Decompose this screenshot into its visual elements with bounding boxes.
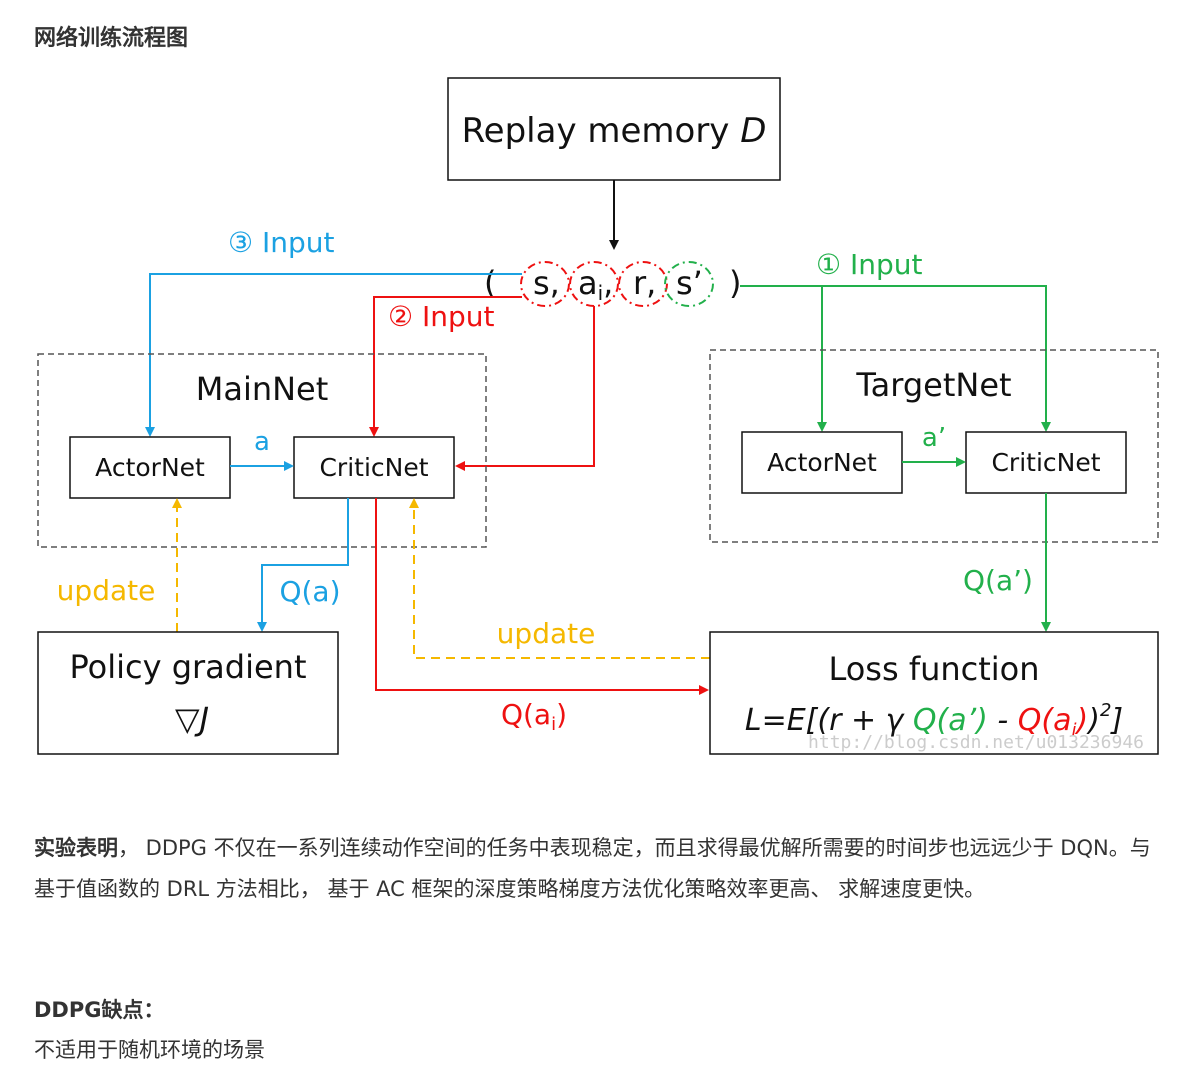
targetnet-label: TargetNet: [855, 366, 1011, 404]
target-criticnet-label: CriticNet: [991, 448, 1100, 477]
mainnet-label: MainNet: [196, 370, 329, 408]
nabla-j-label: ▽J: [175, 700, 209, 738]
input-1-label: ① Input: [816, 248, 923, 281]
page-title: 网络训练流程图: [34, 26, 189, 51]
watermark: http://blog.csdn.net/u013236946: [808, 732, 1144, 753]
target-actornet-box: [741, 431, 903, 494]
circle-s-prime: [664, 261, 714, 307]
tuple-r: r,: [633, 264, 656, 302]
action-a-prime-label: a’: [922, 423, 946, 453]
ddpg-training-diagram: Replay memory D ( s, ai, r, s’ ) ③ Input…: [37, 77, 1159, 755]
input2-line-a: [455, 306, 595, 471]
tuple-s-prime: s’: [676, 264, 703, 302]
main-actornet-box: [69, 436, 231, 499]
paragraph-text: ， DDPG 不仅在一系列连续动作空间的任务中表现稳定，而且求得最优解所需要的时…: [34, 836, 1151, 901]
input3-line: [145, 273, 522, 437]
q-ai-label: Q(ai): [501, 698, 567, 735]
main-criticnet-label: CriticNet: [319, 453, 428, 482]
input1-line-main: [740, 285, 1051, 432]
q-ai-arrow: [375, 498, 709, 695]
input2-line-s: [369, 296, 522, 437]
replay-memory-box: [447, 77, 781, 181]
body-paragraph: 实验表明， DDPG 不仅在一系列连续动作空间的任务中表现稳定，而且求得最优解所…: [34, 828, 1154, 910]
loss-function-label: Loss function: [828, 650, 1039, 688]
update-mid-label: update: [497, 617, 596, 650]
circle-s: [520, 261, 570, 307]
loss-formula: L=E[(r + γ Q(a’) - Q(ai))2]: [745, 700, 1123, 741]
q-a-prime-label: Q(a’): [963, 564, 1033, 597]
update-critic-arrow: [409, 498, 710, 659]
policy-gradient-label: Policy gradient: [69, 648, 306, 686]
update-left-label: update: [57, 574, 156, 607]
input-2-label: ② Input: [388, 300, 495, 333]
q-a-label: Q(a): [279, 575, 340, 608]
tuple-close-paren: ): [729, 264, 741, 302]
tuple-s: s,: [533, 264, 560, 302]
main-criticnet-box: [293, 436, 455, 499]
policy-gradient-box: [37, 631, 339, 755]
targetnet-container: [709, 349, 1159, 543]
drawbacks-item: 不适用于随机环境的场景: [34, 1038, 265, 1062]
circle-a: [569, 261, 619, 307]
loss-function-box: [709, 631, 1159, 755]
paragraph-bold-lead: 实验表明: [34, 836, 118, 860]
replay-memory-label: Replay memory D: [462, 111, 767, 151]
circle-r: [618, 261, 668, 307]
tuple-a: ai,: [578, 264, 613, 305]
q-a-arrow: [257, 498, 349, 632]
main-actornet-label: ActorNet: [95, 453, 205, 482]
action-a-label: a: [254, 427, 270, 457]
target-criticnet-box: [965, 431, 1127, 494]
target-actornet-label: ActorNet: [767, 448, 877, 477]
drawbacks-title: DDPG缺点：: [34, 998, 165, 1022]
mainnet-container: [37, 353, 487, 548]
input-3-label: ③ Input: [228, 226, 335, 259]
